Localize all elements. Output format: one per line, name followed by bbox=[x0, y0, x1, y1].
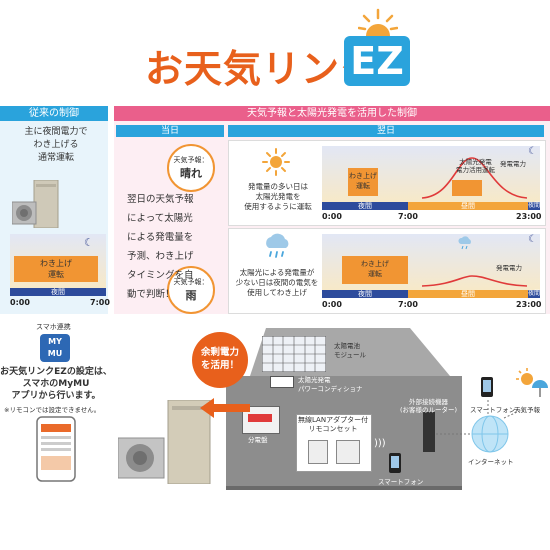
power-conditioner-label: 太陽光発電 パワーコンディショナ bbox=[298, 376, 363, 393]
app-title: お天気リンク bbox=[145, 47, 380, 91]
setup-note: ※リモコンでは設定できません。 bbox=[4, 406, 101, 414]
rainy-forecast-bubble: 天気予報： 雨 bbox=[167, 266, 215, 314]
rainy-tick-0700: 7:00 bbox=[398, 300, 418, 309]
remote-controller-icon bbox=[308, 440, 328, 464]
sunny-heating-box: わき上げ 運転 bbox=[348, 168, 378, 196]
rainy-description: 太陽光による発電量が 少ない日は夜間の電気を 使用してわき上げ bbox=[235, 268, 319, 297]
sunny-generation-label: 発電電力 bbox=[500, 160, 526, 168]
weather-control-header: 天気予報と太陽光発電を活用した制御 bbox=[114, 106, 550, 121]
smartphone-outdoor-label: スマートフォン bbox=[470, 406, 516, 414]
sunny-tick-2300: 23:00 bbox=[516, 212, 542, 221]
small-rain-icon bbox=[458, 236, 471, 250]
smartphone-app-icon bbox=[36, 416, 76, 482]
smartphone-indoor-label: スマートフォン bbox=[378, 478, 424, 486]
sun-icon bbox=[262, 148, 290, 176]
tomorrow-bar: 翌日 bbox=[228, 125, 544, 137]
smartphone-link-caption: スマホ連携 bbox=[36, 323, 71, 331]
tick-0000: 0:00 bbox=[10, 298, 30, 307]
rainy-day-bar: 昼間 bbox=[408, 290, 528, 298]
surplus-arrow bbox=[200, 398, 250, 418]
smartphone-outdoor-icon bbox=[481, 377, 493, 397]
moon-icon: ☾ bbox=[528, 234, 537, 245]
rainy-generation-curve bbox=[421, 275, 528, 287]
lan-adapter-label: 無線LANアダプター付 リモコンセット bbox=[298, 416, 369, 433]
prediction-description: 翌日の天気予報 によって太陽光 による発電量を 予測、わき上げ タイミングを自 … bbox=[127, 194, 194, 300]
sunny-forecast-bubble: 天気予報： 晴れ bbox=[167, 144, 215, 192]
sunny-generation-curve bbox=[421, 157, 528, 199]
rainy-tick-2300: 23:00 bbox=[516, 300, 542, 309]
network-lines bbox=[436, 400, 527, 435]
smartphone-indoor-icon bbox=[389, 453, 401, 473]
wifi-icon: ))) bbox=[374, 438, 386, 449]
conventional-description: 主に夜間電力で わき上げる 通常運転 bbox=[24, 127, 88, 163]
ez-badge: EZ bbox=[344, 36, 410, 86]
sunny-tick-0000: 0:00 bbox=[322, 212, 342, 221]
sunny-solar-heating-block bbox=[452, 180, 482, 196]
power-conditioner-icon bbox=[270, 376, 294, 388]
sunny-curve-label: 太陽光発電 電力活用運転 bbox=[456, 158, 495, 174]
conventional-control-header: 従来の制御 bbox=[0, 106, 108, 121]
weather-forecast-label: 天気予報 bbox=[514, 406, 540, 414]
router-label: 外部接続機器 (お客様のルーター) bbox=[400, 398, 458, 414]
sunny-tick-0700: 7:00 bbox=[398, 212, 418, 221]
heat-pump-unit-icon bbox=[118, 400, 211, 484]
solar-module-label: 太陽電池 モジュール bbox=[334, 342, 367, 359]
tick-0700: 7:00 bbox=[90, 298, 110, 307]
rainy-generation-label: 発電電力 bbox=[496, 264, 522, 272]
rain-cloud-icon bbox=[266, 233, 289, 258]
sunny-day-bar: 昼間 bbox=[408, 202, 528, 210]
rainy-night2-bar: 夜間 bbox=[528, 290, 541, 298]
sunny-description: 発電量の多い日は 太陽光発電を 使用するように運転 bbox=[244, 182, 312, 211]
surplus-power-bubble: 余剰電力 を活用！ bbox=[192, 332, 248, 388]
rainy-heating-box: わき上げ 運転 bbox=[342, 256, 408, 284]
sunny-night-bar: 夜間 bbox=[322, 202, 408, 210]
remote-controller-icon bbox=[336, 440, 360, 464]
router-icon bbox=[423, 412, 435, 452]
moon-icon: ☾ bbox=[528, 146, 537, 157]
weather-forecast-icon bbox=[516, 368, 548, 397]
house-floor bbox=[226, 486, 462, 490]
solar-panel-icon bbox=[262, 336, 326, 372]
conventional-night-bar: 夜間 bbox=[10, 288, 106, 296]
today-bar: 当日 bbox=[116, 125, 224, 137]
mymu-app-icon[interactable]: MY MU bbox=[40, 334, 70, 362]
moon-icon: ☾ bbox=[84, 236, 94, 249]
rainy-night-bar: 夜間 bbox=[322, 290, 408, 298]
sun-logo-icon bbox=[358, 8, 398, 36]
sunny-night2-bar: 夜間 bbox=[528, 202, 541, 210]
setup-description: お天気リンクEZの設定は、 スマホのMyMU アプリから行います。 bbox=[0, 367, 112, 401]
internet-label: インターネット bbox=[468, 458, 514, 466]
distribution-board-label: 分電盤 bbox=[248, 436, 268, 444]
distribution-board-switches bbox=[248, 414, 272, 422]
rainy-tick-0000: 0:00 bbox=[322, 300, 342, 309]
conventional-heating-box: わき上げ 運転 bbox=[14, 256, 98, 282]
internet-globe-icon bbox=[471, 415, 509, 453]
heat-pump-unit-icon bbox=[12, 180, 59, 228]
